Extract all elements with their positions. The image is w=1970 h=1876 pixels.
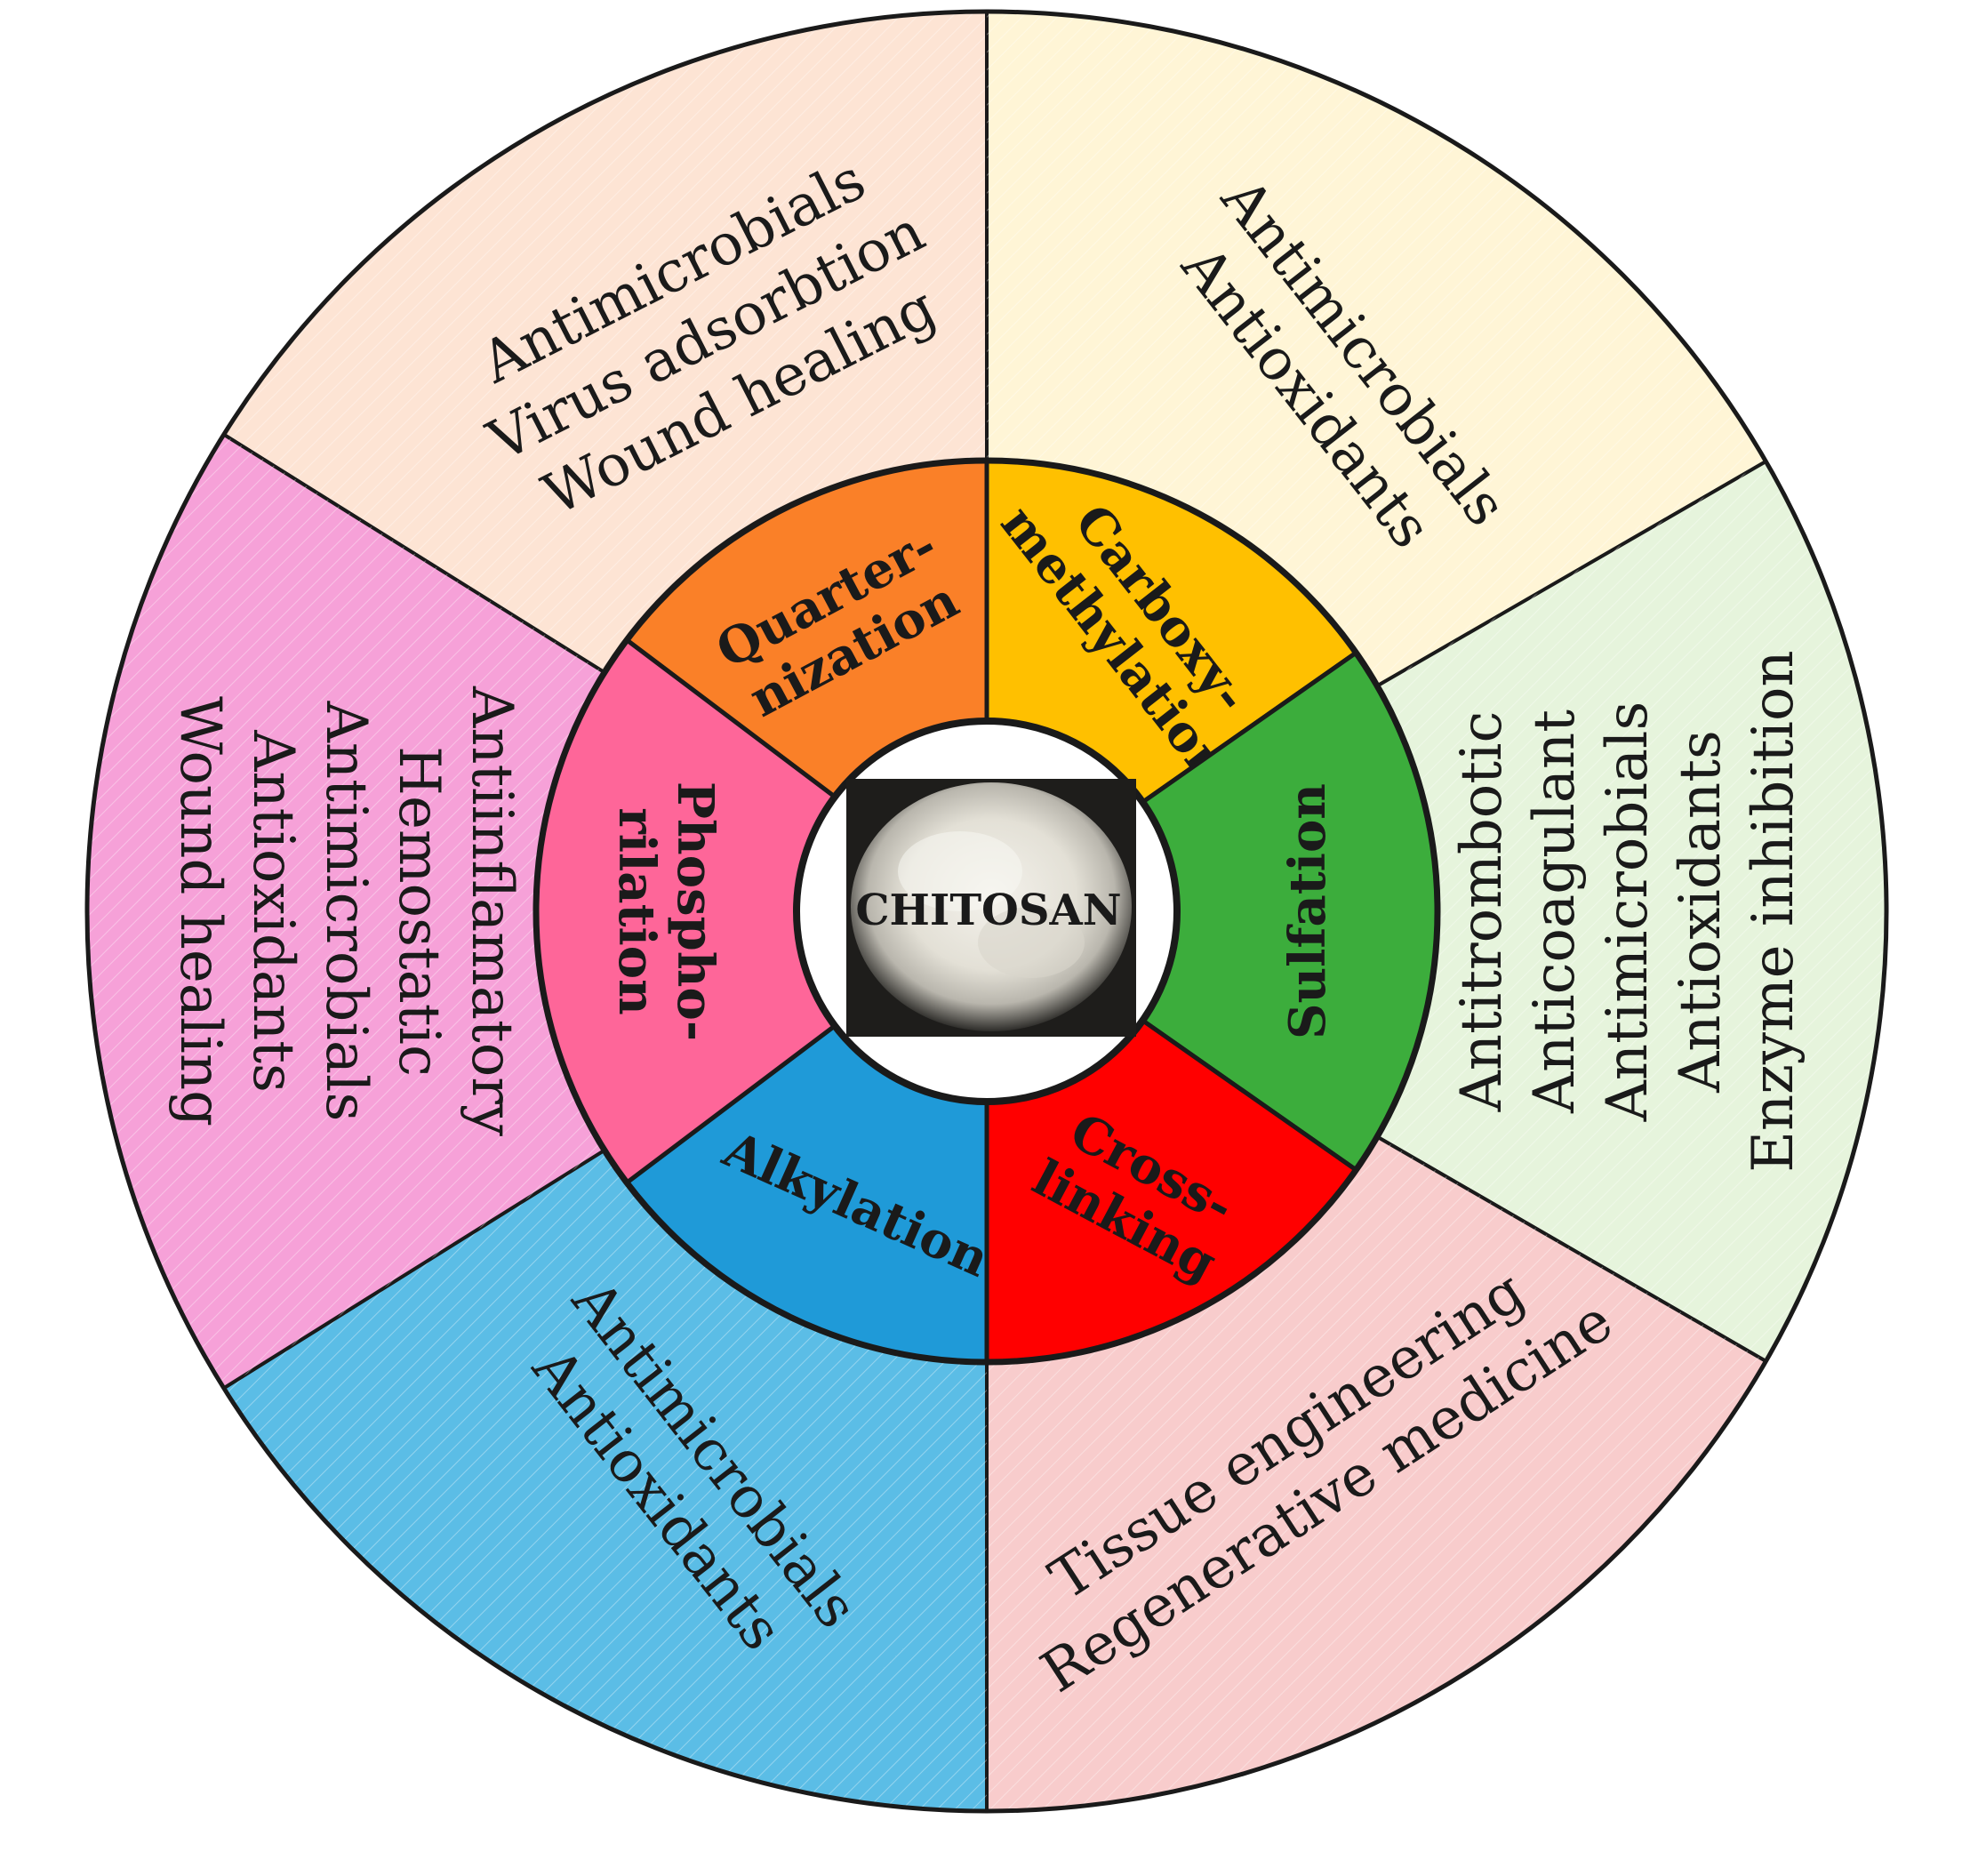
modification-label-phosphorilation: Phospho-rilation (607, 782, 725, 1041)
application-item: Antiinflamatory (459, 685, 525, 1136)
chitosan-powder-photo (846, 779, 1136, 1037)
modification-line: Phospho- (666, 782, 725, 1041)
outer-sector-hatch-phosphorilation (87, 434, 605, 1389)
application-item: Antimicrobials (313, 701, 379, 1122)
application-item: Enzyme inhibition (1741, 650, 1806, 1172)
application-item: Antioxidants (240, 729, 306, 1093)
outer-sector-hatch-cross-linking (987, 1136, 1766, 1811)
modification-line: rilation (607, 807, 666, 1015)
application-item: Wound healing (167, 696, 233, 1126)
outer-sector-hatch-sulfation (1377, 461, 1886, 1361)
outer-sector-hatch-alkylation (223, 1150, 987, 1811)
application-item: Antimicrobials (1595, 701, 1661, 1123)
outer-ring-border (84, 9, 1889, 1814)
modification-line: Sulfation (1278, 783, 1337, 1039)
application-item: Antioxidants (1668, 730, 1734, 1094)
center-label: CHITOSAN (855, 886, 1121, 935)
application-item: Anticoagulant (1522, 710, 1588, 1114)
application-item: Hemostatic (386, 746, 452, 1077)
application-item: Antitrombotic (1449, 711, 1515, 1113)
outer-sector-hatch-quaternization (223, 12, 987, 673)
middle-ring-border (533, 457, 1441, 1366)
outer-sector-hatch-carboxymethylation (987, 12, 1766, 686)
application-list-phosphorilation: AntiinflamatoryHemostaticAntimicrobialsA… (167, 685, 525, 1136)
modification-label-sulfation: Sulfation (1278, 783, 1337, 1039)
